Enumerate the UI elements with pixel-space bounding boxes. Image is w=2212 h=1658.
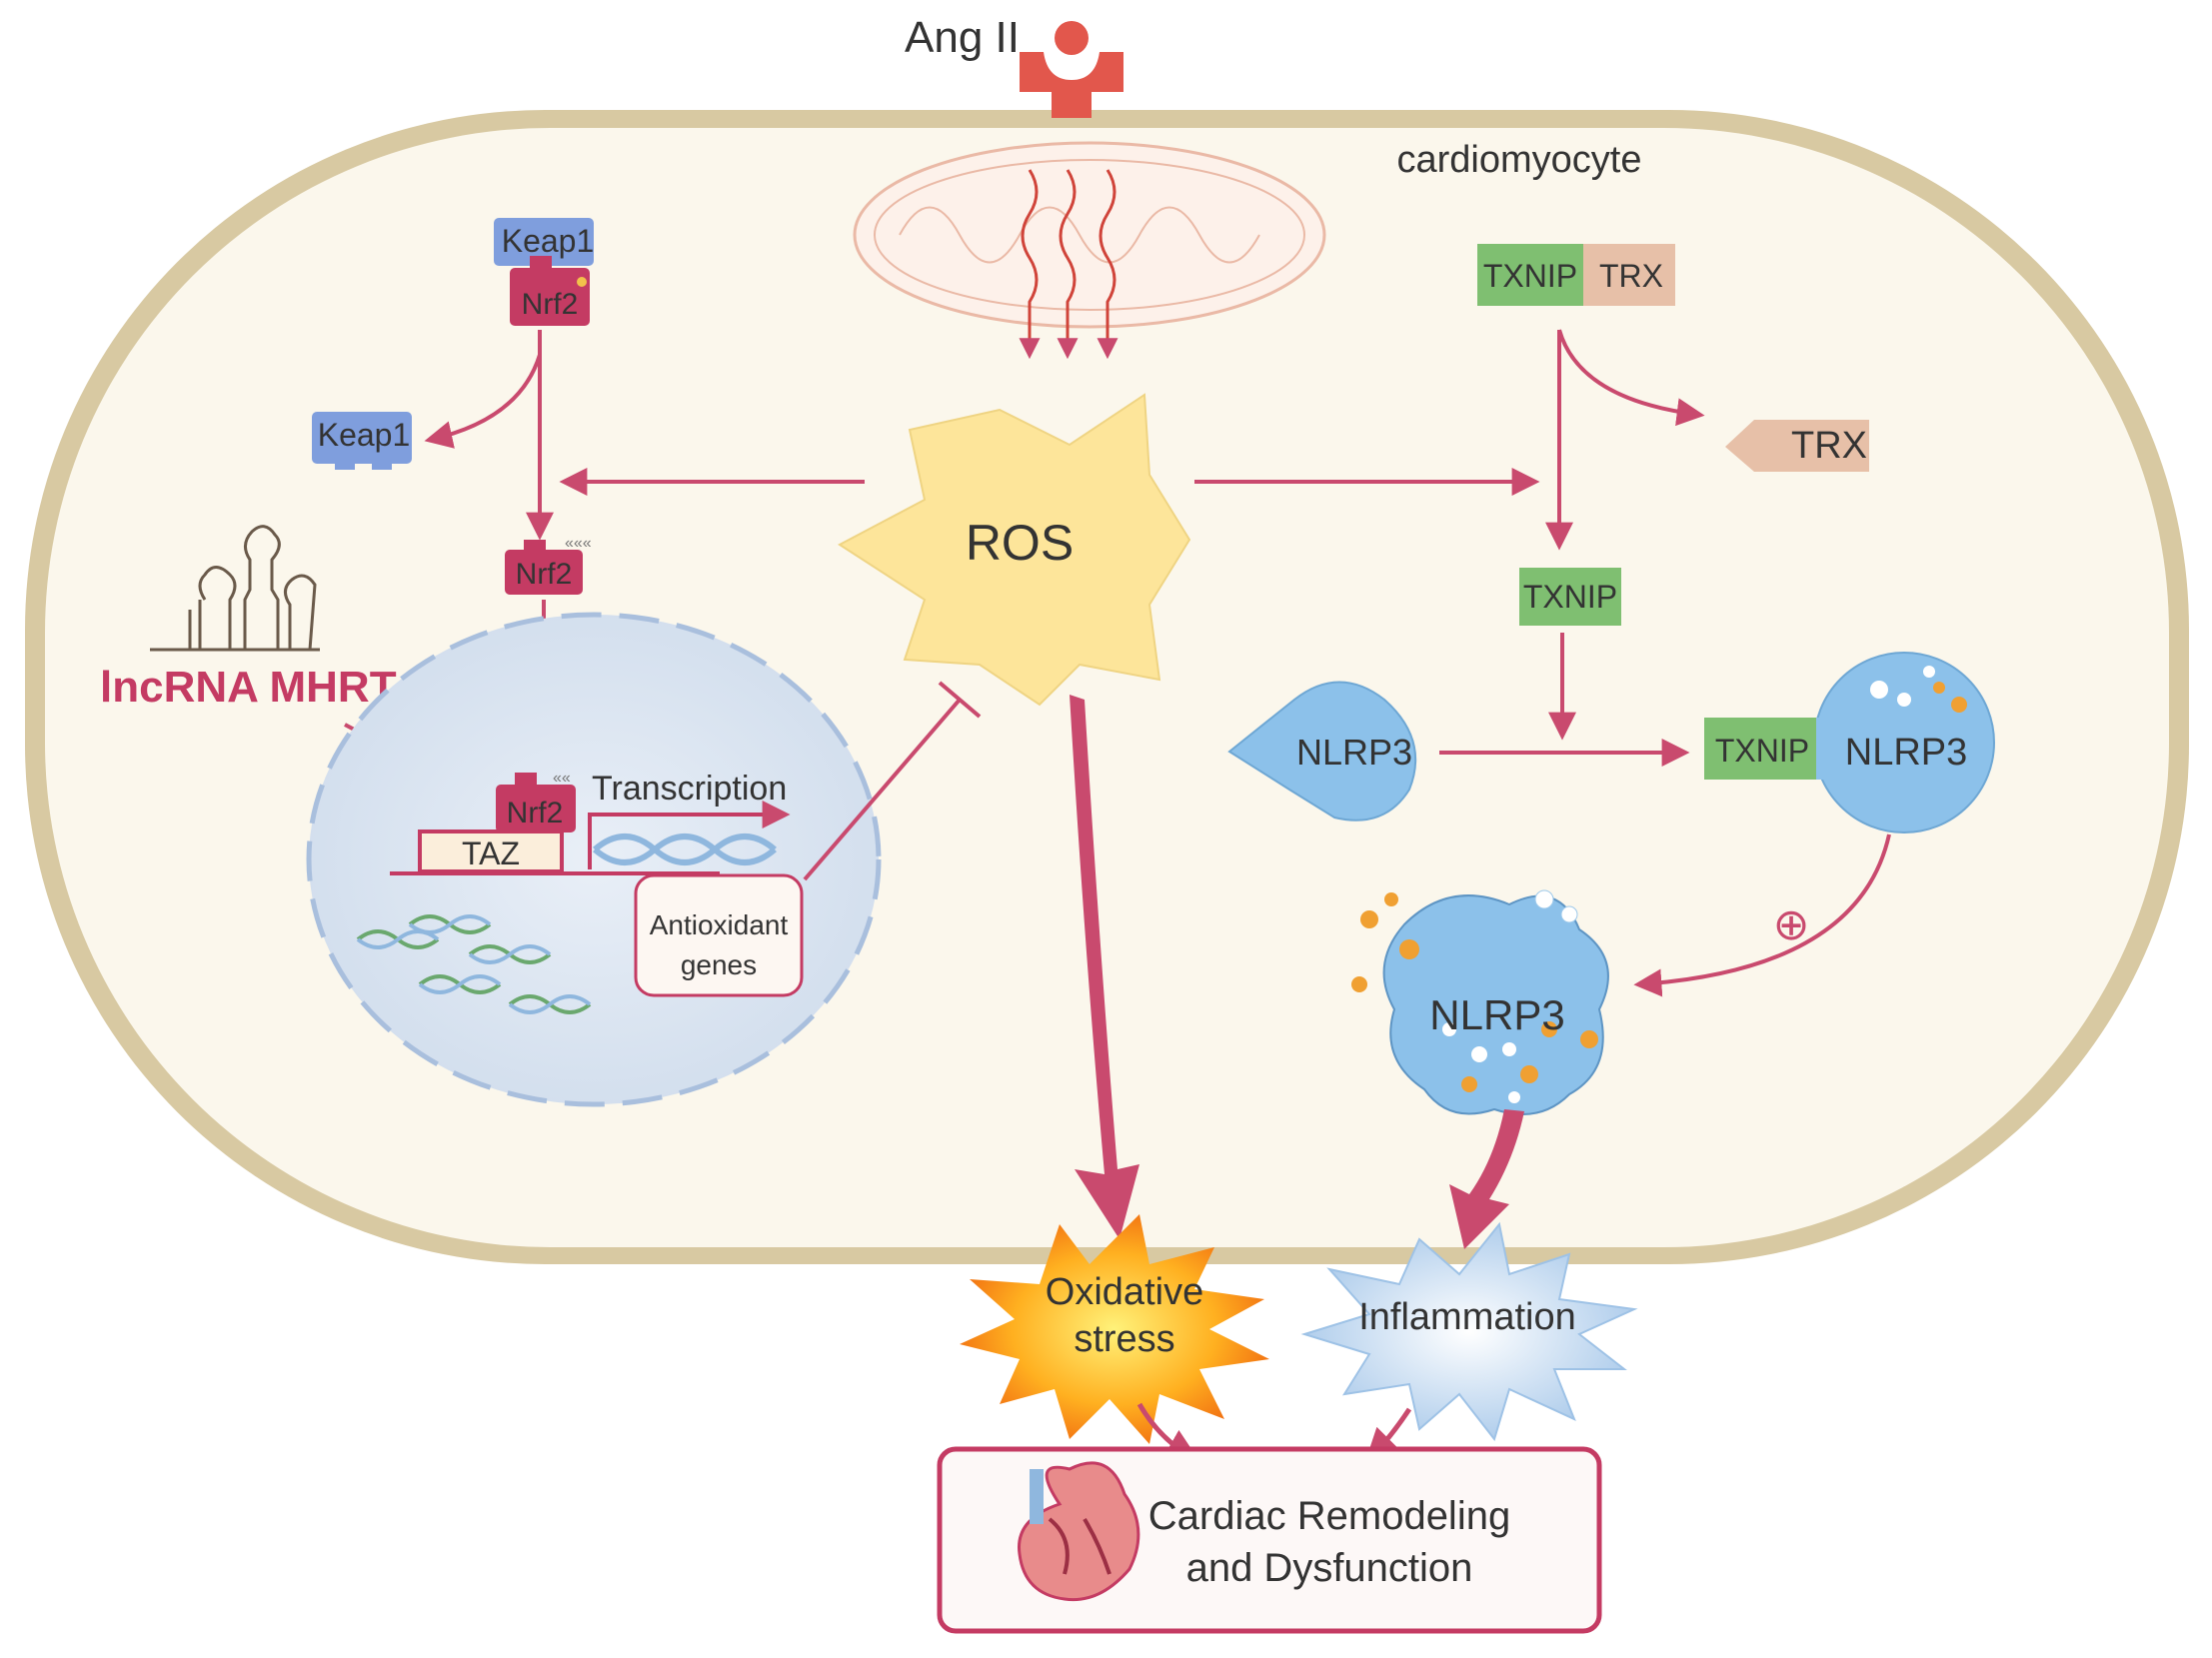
antioxidant-label-1: Antioxidant — [650, 909, 789, 940]
txnip-free-label: TXNIP — [1523, 579, 1617, 615]
transcription-arrow — [588, 801, 791, 869]
nrf2-mid-label: Nrf2 — [516, 558, 573, 591]
nrf2-top-label: Nrf2 — [522, 288, 579, 321]
txnip-bound-label: TXNIP — [1715, 733, 1809, 769]
ros-label: ROS — [966, 515, 1074, 571]
nlrp3-bound-label: NLRP3 — [1845, 732, 1968, 774]
txnip-free-box — [1519, 568, 1621, 626]
keap1-free — [312, 412, 412, 470]
txnip-nlrp3-complex — [1704, 652, 1995, 833]
nucleus — [306, 612, 882, 1107]
taz-box — [418, 829, 564, 873]
inflammation-burst — [1300, 1221, 1638, 1442]
inhibition-bar-icon — [803, 681, 982, 881]
antioxidant-label-2: genes — [681, 949, 757, 980]
nlrp3-active-label: NLRP3 — [1429, 991, 1564, 1038]
svg-text:««: «« — [553, 770, 571, 787]
nlrp3-active — [1351, 889, 1609, 1115]
trx-free — [1725, 420, 1869, 472]
inflammation-label: Inflammation — [1358, 1296, 1576, 1338]
txnip-complex-label: TXNIP — [1483, 258, 1577, 294]
nrf2-mid: ««« — [505, 535, 592, 595]
mitochondrion-icon — [853, 141, 1326, 360]
ros-to-oxidative-arrow — [1070, 695, 1139, 1239]
nrf2-nucleus-label: Nrf2 — [507, 797, 564, 829]
ang2-label: Ang II — [905, 13, 1020, 62]
antioxidant-genes-box — [634, 873, 804, 997]
trx-complex-label: TRX — [1599, 258, 1663, 294]
ros-star — [838, 393, 1191, 707]
arrows-right — [1439, 329, 1891, 997]
oxidative-label-2: stress — [1074, 1318, 1174, 1360]
cell-label: cardiomyocyte — [1397, 139, 1642, 181]
dna-helix-icon — [593, 833, 777, 865]
nrf2-nucleus: «« — [496, 770, 576, 832]
taz-label: TAZ — [462, 835, 520, 871]
lncrna-label: lncRNA MHRT — [100, 663, 397, 712]
outcome-label-2: and Dysfunction — [1186, 1546, 1473, 1590]
keap1-nrf2-complex — [494, 218, 594, 326]
receptor-icon — [1020, 21, 1123, 118]
plus-circle-icon: ⊕ — [1773, 900, 1810, 949]
rna-hairpin-icon — [150, 525, 320, 652]
txnip-trx-complex — [1477, 244, 1675, 306]
svg-text:«««: ««« — [565, 535, 592, 552]
outcome-label-1: Cardiac Remodeling — [1148, 1494, 1510, 1538]
nlrp3-free-label: NLRP3 — [1296, 732, 1412, 773]
transcription-label: Transcription — [592, 770, 787, 808]
heart-icon — [1018, 1461, 1140, 1602]
keap1-top-label: Keap1 — [502, 223, 595, 259]
oxidative-stress-burst — [960, 1214, 1269, 1444]
nlrp3-free-shape — [1227, 681, 1417, 822]
keap1-free-label: Keap1 — [318, 417, 411, 453]
nlrp3-to-inflammation-arrow — [1449, 1109, 1524, 1249]
trx-free-label: TRX — [1791, 425, 1867, 467]
oxidative-label-1: Oxidative — [1046, 1271, 1203, 1313]
dna-cluster-icon — [356, 914, 592, 1014]
